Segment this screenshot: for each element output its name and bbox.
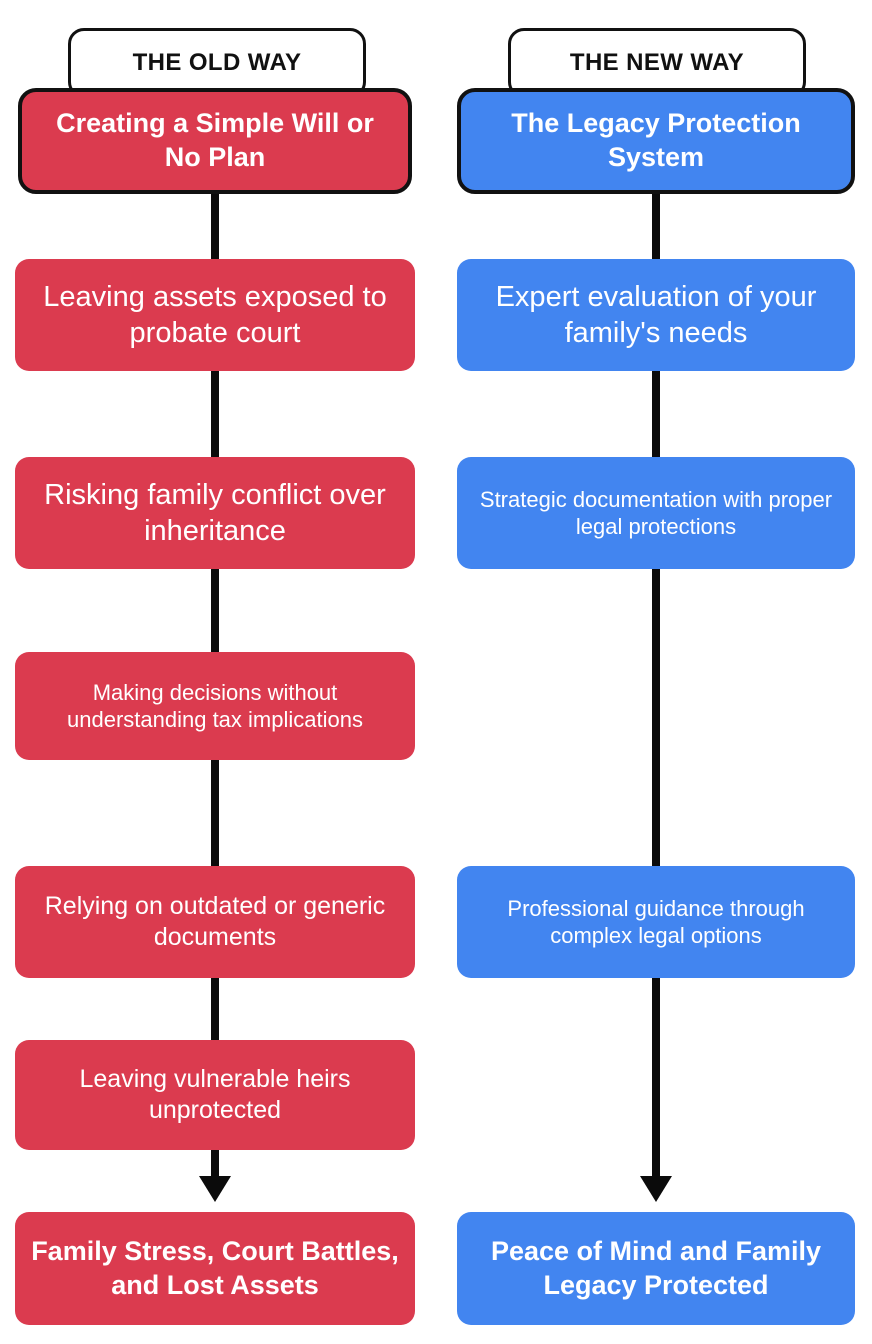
right-arrow-head (640, 1176, 672, 1202)
left-step-6[interactable]: Leaving vulnerable heirs unprotected (15, 1040, 415, 1150)
left-step-4[interactable]: Making decisions without understanding t… (15, 652, 415, 760)
right-step-1[interactable]: The Legacy Protection System (457, 88, 855, 194)
right-step-2-label: Expert evaluation of your family's needs (495, 280, 817, 349)
left-step-5-label: Relying on outdated or generic documents (44, 891, 386, 951)
left-step-2[interactable]: Leaving assets exposed to probate court (15, 259, 415, 371)
right-step-5-outcome[interactable]: Peace of Mind and Family Legacy Protecte… (457, 1212, 855, 1325)
left-step-1-label: Creating a Simple Will or No Plan (56, 108, 374, 172)
left-column-header-label: THE OLD WAY (132, 49, 302, 76)
right-step-2[interactable]: Expert evaluation of your family's needs (457, 259, 855, 371)
right-column-header: THE NEW WAY (508, 28, 806, 98)
right-step-1-label: The Legacy Protection System (511, 108, 801, 172)
left-step-7-label: Family Stress, Court Battles, and Lost A… (31, 1235, 399, 1300)
right-column-header-label: THE NEW WAY (569, 49, 745, 76)
left-column-header: THE OLD WAY (68, 28, 366, 98)
left-step-3[interactable]: Risking family conflict over inheritance (15, 457, 415, 569)
left-step-3-label: Risking family conflict over inheritance (44, 478, 386, 547)
left-step-5[interactable]: Relying on outdated or generic documents (15, 866, 415, 978)
left-step-7-outcome[interactable]: Family Stress, Court Battles, and Lost A… (15, 1212, 415, 1325)
left-step-6-label: Leaving vulnerable heirs unprotected (79, 1064, 351, 1124)
left-arrow-head (199, 1176, 231, 1202)
left-step-1[interactable]: Creating a Simple Will or No Plan (18, 88, 412, 194)
right-step-4[interactable]: Professional guidance through complex le… (457, 866, 855, 978)
right-step-3[interactable]: Strategic documentation with proper lega… (457, 457, 855, 569)
left-step-4-label: Making decisions without understanding t… (67, 679, 363, 733)
right-step-5-label: Peace of Mind and Family Legacy Protecte… (490, 1235, 822, 1300)
left-step-2-label: Leaving assets exposed to probate court (43, 280, 387, 349)
right-step-4-label: Professional guidance through complex le… (507, 895, 805, 949)
right-connector-line (652, 180, 660, 1192)
right-step-3-label: Strategic documentation with proper lega… (479, 486, 833, 540)
